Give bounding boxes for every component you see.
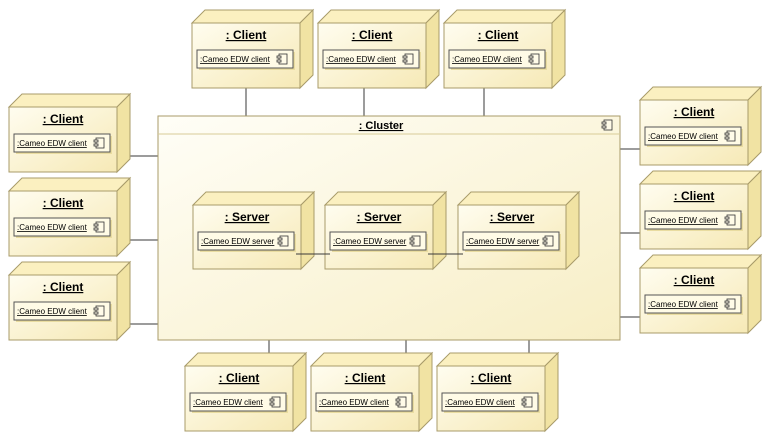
client-title: : Client xyxy=(43,196,84,210)
client-component-label: :Cameo EDW client xyxy=(445,398,516,407)
client-node[interactable]: : Client :Cameo EDW client xyxy=(638,253,763,335)
server-node[interactable]: : Server :Cameo EDW server xyxy=(456,190,581,271)
client-node[interactable]: : Client :Cameo EDW client xyxy=(7,260,132,342)
client-node[interactable]: : Client :Cameo EDW client xyxy=(442,8,567,90)
cluster-title: : Cluster xyxy=(359,120,404,132)
client-node[interactable]: : Client :Cameo EDW client xyxy=(316,8,441,90)
client-component-label: :Cameo EDW client xyxy=(648,132,719,141)
component-icon xyxy=(269,396,281,408)
client-component[interactable]: :Cameo EDW client xyxy=(13,301,112,322)
server-title: : Server xyxy=(490,210,535,224)
client-component-label: :Cameo EDW client xyxy=(193,398,264,407)
client-component[interactable]: :Cameo EDW client xyxy=(644,210,743,231)
component-icon xyxy=(395,396,407,408)
client-component-label: :Cameo EDW client xyxy=(648,216,719,225)
client-title: : Client xyxy=(226,28,267,42)
client-component-label: :Cameo EDW client xyxy=(319,398,390,407)
client-title: : Client xyxy=(345,371,386,385)
client-title: : Client xyxy=(478,28,519,42)
client-node[interactable]: : Client :Cameo EDW client xyxy=(435,351,560,433)
client-node[interactable]: : Client :Cameo EDW client xyxy=(190,8,315,90)
client-component-label: :Cameo EDW client xyxy=(17,139,88,148)
component-icon xyxy=(277,235,289,247)
client-component[interactable]: :Cameo EDW client xyxy=(13,217,112,238)
client-node[interactable]: : Client :Cameo EDW client xyxy=(7,176,132,258)
client-component-label: :Cameo EDW client xyxy=(17,223,88,232)
client-component[interactable]: :Cameo EDW client xyxy=(644,294,743,315)
client-node[interactable]: : Client :Cameo EDW client xyxy=(638,169,763,251)
client-component-label: :Cameo EDW client xyxy=(200,55,271,64)
client-title: : Client xyxy=(352,28,393,42)
client-title: : Client xyxy=(43,280,84,294)
server-title: : Server xyxy=(357,210,402,224)
server-node[interactable]: : Server :Cameo EDW server xyxy=(191,190,316,271)
server-node[interactable]: : Server :Cameo EDW server xyxy=(323,190,448,271)
client-component[interactable]: :Cameo EDW client xyxy=(448,49,547,70)
client-title: : Client xyxy=(674,189,715,203)
component-icon xyxy=(409,235,421,247)
client-title: : Client xyxy=(674,273,715,287)
server-component[interactable]: :Cameo EDW server xyxy=(462,231,561,252)
component-icon xyxy=(601,119,613,131)
component-icon xyxy=(521,396,533,408)
client-component-label: :Cameo EDW client xyxy=(648,300,719,309)
component-icon xyxy=(93,137,105,149)
component-icon xyxy=(724,298,736,310)
server-component[interactable]: :Cameo EDW server xyxy=(197,231,296,252)
client-component[interactable]: :Cameo EDW client xyxy=(189,392,288,413)
component-icon xyxy=(724,130,736,142)
client-node[interactable]: : Client :Cameo EDW client xyxy=(7,92,132,174)
client-component[interactable]: :Cameo EDW client xyxy=(441,392,540,413)
client-title: : Client xyxy=(43,112,84,126)
component-icon xyxy=(93,305,105,317)
component-icon xyxy=(542,235,554,247)
client-node[interactable]: : Client :Cameo EDW client xyxy=(183,351,308,433)
client-title: : Client xyxy=(471,371,512,385)
server-component-label: :Cameo EDW server xyxy=(466,237,540,246)
component-icon xyxy=(724,214,736,226)
component-icon xyxy=(93,221,105,233)
server-component[interactable]: :Cameo EDW server xyxy=(329,231,428,252)
servers: : Server :Cameo EDW server : Server :Cameo … xyxy=(191,190,581,271)
client-component-label: :Cameo EDW client xyxy=(17,307,88,316)
client-component-label: :Cameo EDW client xyxy=(326,55,397,64)
client-component[interactable]: :Cameo EDW client xyxy=(644,126,743,147)
server-component-label: :Cameo EDW server xyxy=(201,237,275,246)
client-title: : Client xyxy=(219,371,260,385)
client-node[interactable]: : Client :Cameo EDW client xyxy=(638,85,763,167)
component-icon xyxy=(402,53,414,65)
client-component[interactable]: :Cameo EDW client xyxy=(13,133,112,154)
client-title: : Client xyxy=(674,105,715,119)
client-component[interactable]: :Cameo EDW client xyxy=(322,49,421,70)
server-title: : Server xyxy=(225,210,270,224)
component-icon xyxy=(528,53,540,65)
client-component[interactable]: :Cameo EDW client xyxy=(196,49,295,70)
client-node[interactable]: : Client :Cameo EDW client xyxy=(309,351,434,433)
server-component-label: :Cameo EDW server xyxy=(333,237,407,246)
component-icon xyxy=(276,53,288,65)
client-component-label: :Cameo EDW client xyxy=(452,55,523,64)
client-component[interactable]: :Cameo EDW client xyxy=(315,392,414,413)
